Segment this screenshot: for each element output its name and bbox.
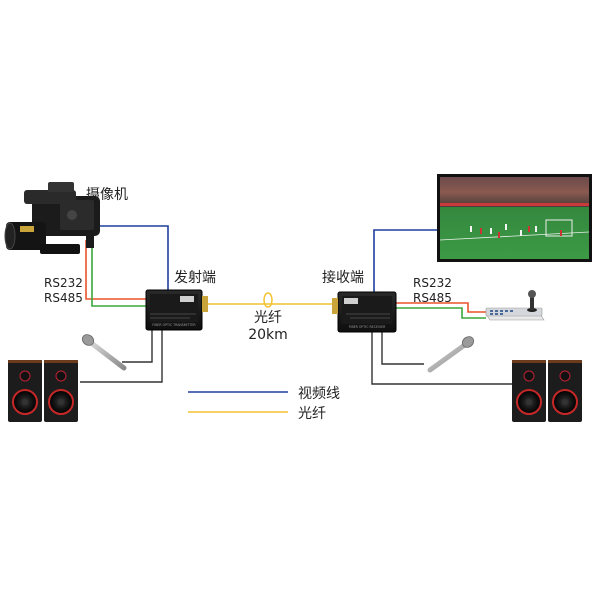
wires: [80, 225, 512, 385]
fiber-coil: [263, 292, 273, 308]
microphone-right-icon: [427, 336, 475, 373]
legend-label-video: 视频线: [298, 386, 340, 402]
ptz-keyboard-icon: [485, 290, 545, 321]
video-cable-right: [373, 229, 440, 292]
rs485-label-right: RS485: [413, 291, 452, 305]
legend: [188, 391, 288, 413]
monitor-screen: [437, 174, 592, 262]
rs232-label-right: RS232: [413, 276, 452, 290]
speaker-right-2-icon: [548, 360, 582, 422]
rs485-label-left: RS485: [44, 291, 83, 305]
speaker-left-2-icon: [44, 360, 78, 422]
microphone-left-icon: [81, 334, 127, 371]
rs232-cable-left: [85, 240, 146, 300]
transmitter-face-text: FIBER OPTIC TRANSMITTER: [152, 323, 196, 327]
fiber-label: 光纤 20km: [244, 310, 292, 344]
transmitter-label: 发射端: [174, 270, 216, 286]
audio-cable-left-mic: [122, 330, 153, 363]
receiver-device: FIBER OPTIC RECEIVER: [332, 291, 397, 333]
audio-cable-left-speaker: [80, 330, 163, 383]
rs232-cable-right: [396, 302, 486, 313]
transmitter-device: FIBER OPTIC TRANSMITTER: [145, 289, 208, 331]
camera-icon: [4, 182, 100, 254]
camera-label: 摄像机: [86, 187, 128, 203]
speaker-left-1-icon: [8, 360, 42, 422]
rs485-cable-right: [396, 307, 486, 319]
fiber-text: 光纤: [254, 310, 282, 326]
audio-cable-right-speaker: [371, 332, 512, 385]
rs232-label-left: RS232: [44, 276, 83, 290]
video-cable-left: [95, 225, 169, 292]
speaker-right-1-icon: [512, 360, 546, 422]
receiver-face-text: FIBER OPTIC RECEIVER: [349, 325, 386, 329]
audio-cable-right-mic: [381, 332, 424, 365]
legend-label-fiber: 光纤: [298, 406, 326, 422]
rs485-cable-left: [91, 236, 146, 307]
receiver-label: 接收端: [322, 270, 364, 286]
fiber-distance: 20km: [248, 327, 288, 343]
